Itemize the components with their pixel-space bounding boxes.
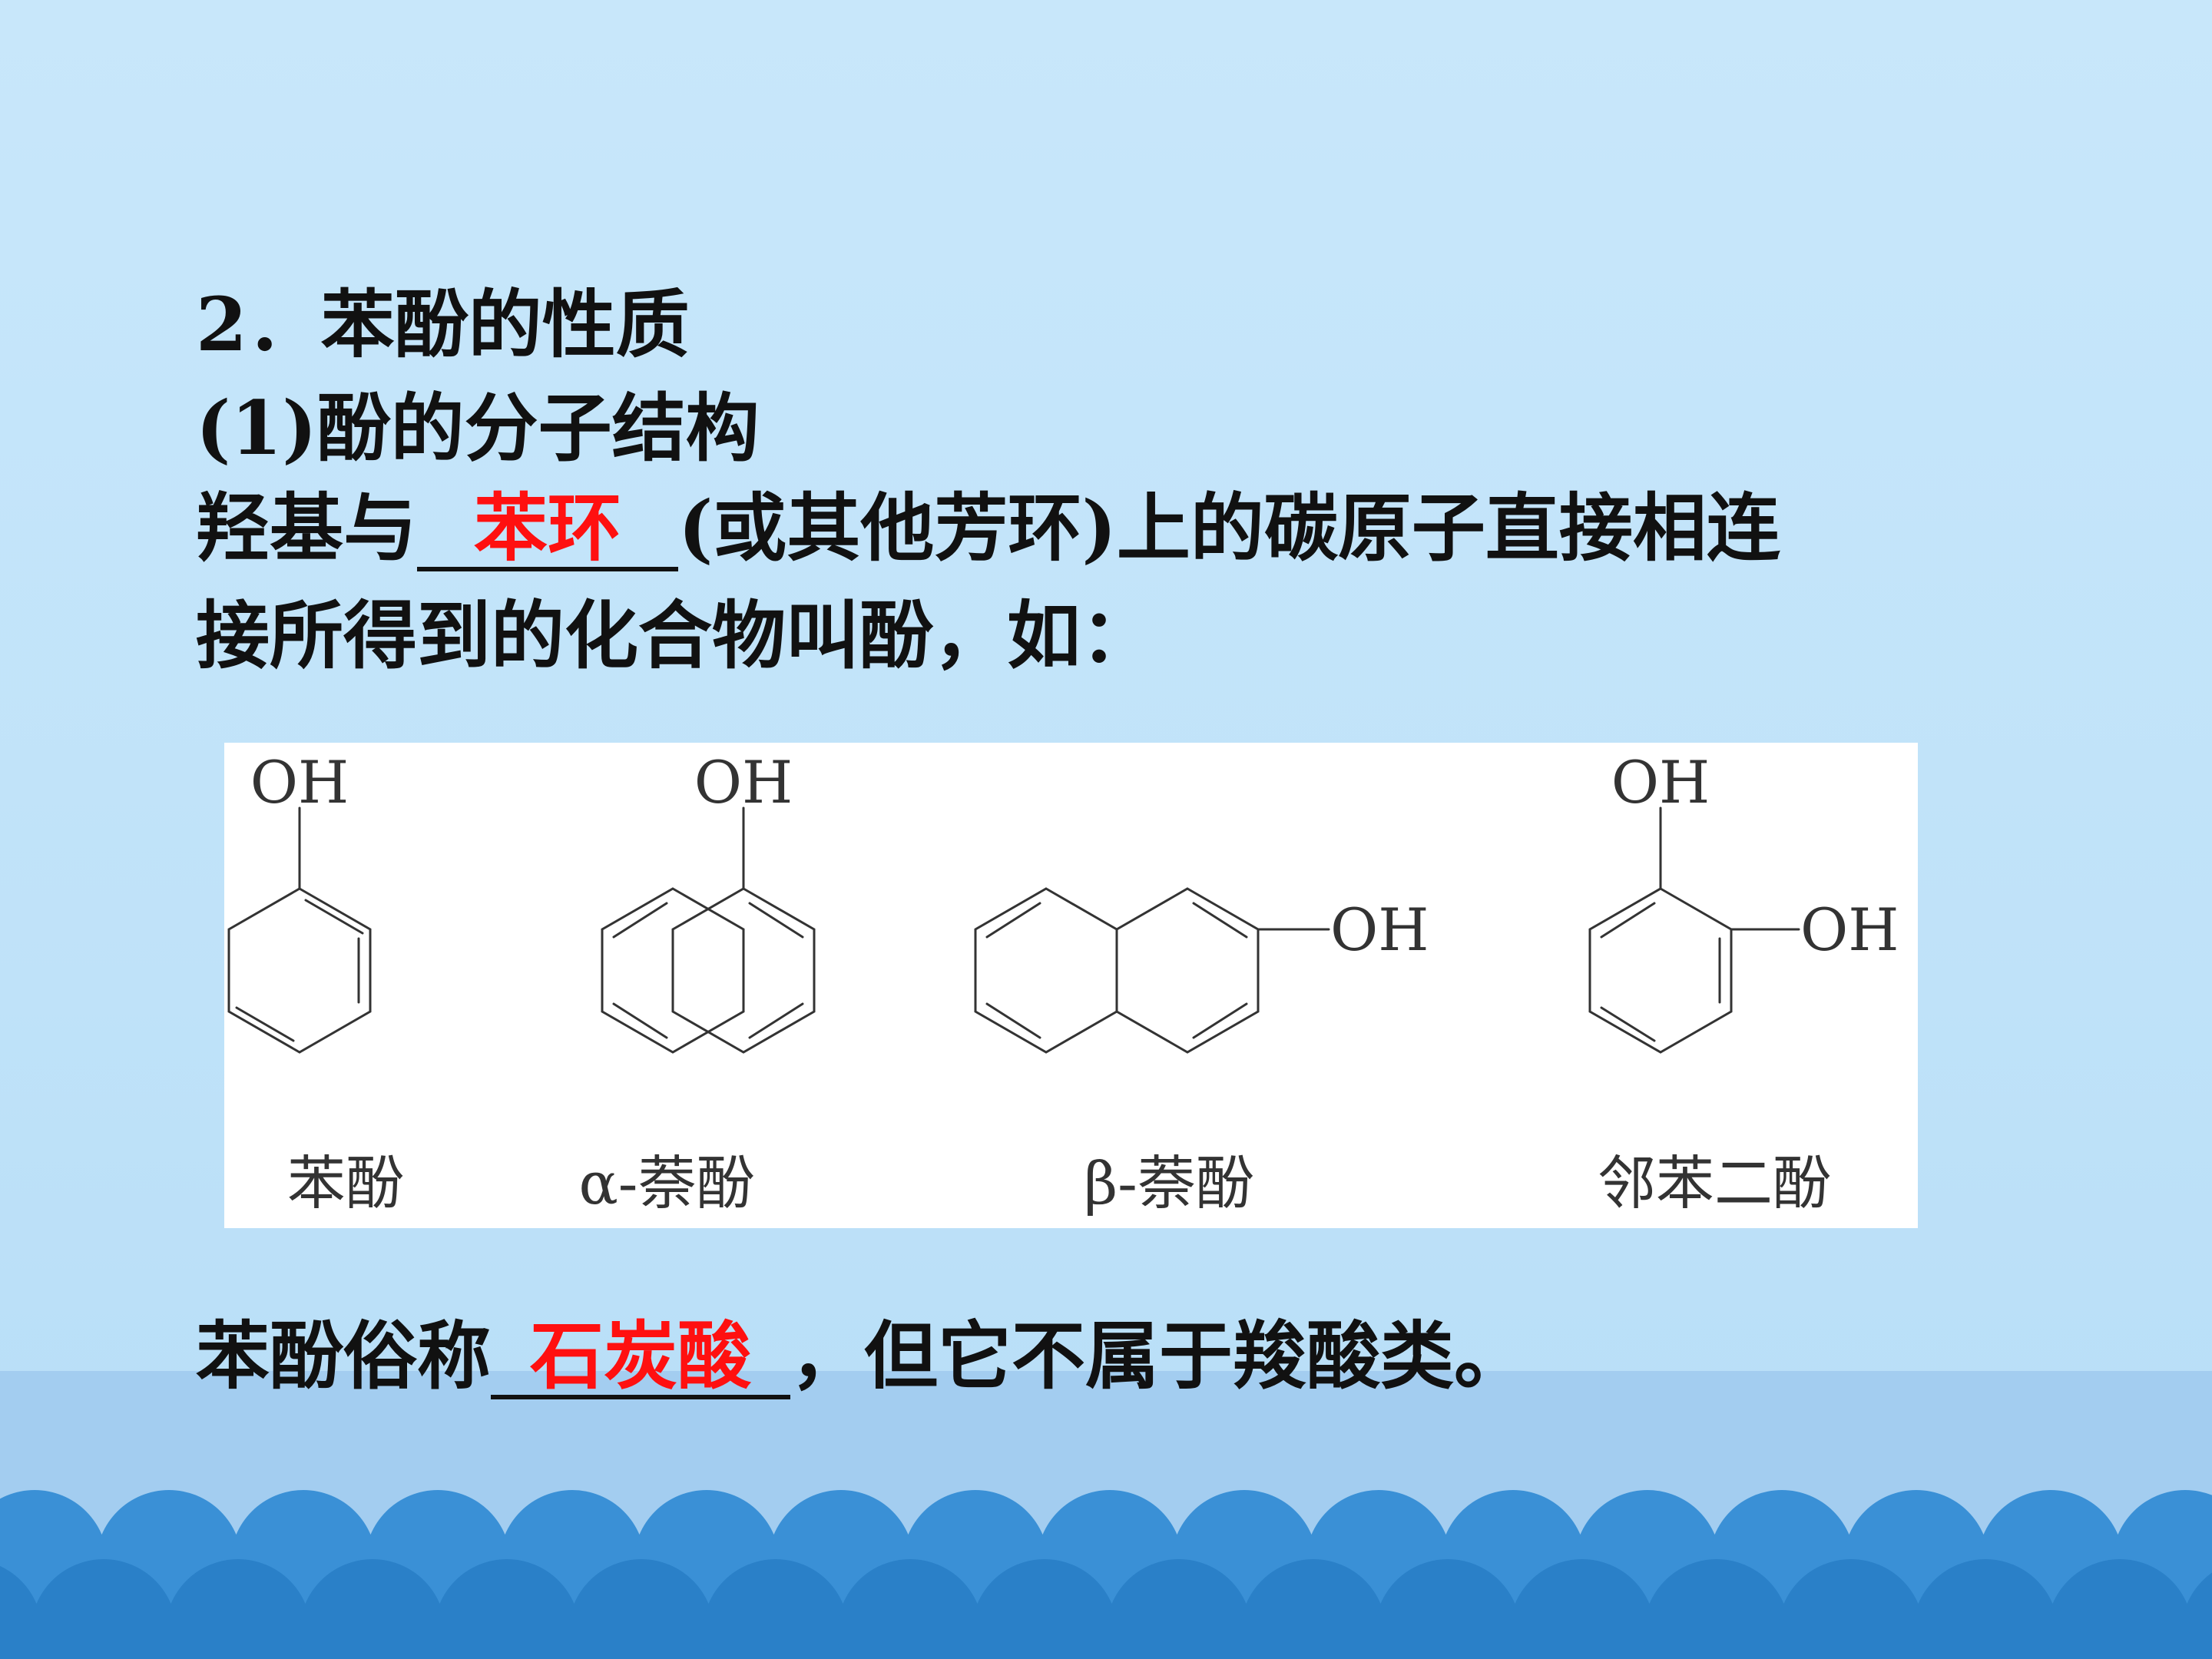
definition-line-2: 接所得到的化合物叫酚，如： — [196, 592, 1154, 679]
catechol-oh-label-2: OH — [1800, 896, 1899, 964]
wave-decoration — [0, 1490, 2212, 1659]
wave-circle — [1644, 1559, 1790, 1659]
wave-circle — [1106, 1559, 1252, 1659]
phenol-structures-figure: OH OH OH OH OH 苯酚 α-萘酚 β-萘酚 邻苯二酚 — [224, 743, 1918, 1228]
wave-circle — [300, 1559, 445, 1659]
wave-circle — [1509, 1559, 1655, 1659]
beta-naphthol-structure — [974, 887, 1330, 1054]
sub-heading: (1)酚的分子结构 — [196, 385, 760, 472]
alpha-naphthol-structure — [601, 806, 816, 1054]
wave-circle — [165, 1559, 311, 1659]
definition-line-1: 羟基与苯环(或其他芳环)上的碳原子直接相连 — [196, 492, 1780, 571]
wave-circle — [837, 1559, 983, 1659]
beta-naphthol-name: β-萘酚 — [1084, 1149, 1254, 1217]
wave-circle — [1778, 1559, 1924, 1659]
wave-circle — [1240, 1559, 1386, 1659]
nickname-prefix: 苯酚俗称 — [196, 1313, 491, 1399]
wave-circle — [434, 1559, 580, 1659]
wave-circle — [1375, 1559, 1521, 1659]
wave-circle — [1912, 1559, 2058, 1659]
structure-drawing: OH OH OH OH OH 苯酚 α-萘酚 β-萘酚 邻苯二酚 — [227, 748, 1899, 1217]
nickname-line: 苯酚俗称石炭酸，但它不属于羧酸类。 — [196, 1320, 1528, 1399]
catechol-structure — [1588, 806, 1800, 1054]
wave-circle — [972, 1559, 1118, 1659]
wave-circle — [2047, 1559, 2193, 1659]
catechol-name: 邻苯二酚 — [1598, 1149, 1831, 1217]
nickname-suffix: ，但它不属于羧酸类。 — [790, 1313, 1528, 1399]
definition-suffix: (或其他芳环)上的碳原子直接相连 — [678, 485, 1780, 571]
catechol-oh-label-1: OH — [1611, 748, 1710, 816]
phenol-structure — [227, 806, 372, 1054]
definition-prefix: 羟基与 — [196, 485, 417, 571]
wave-circle — [2181, 1572, 2212, 1659]
phenol-name: 苯酚 — [287, 1149, 404, 1217]
wave-circle — [703, 1559, 849, 1659]
beta-naphthol-oh-label: OH — [1330, 896, 1429, 964]
answer-blank-benzene-ring: 苯环 — [417, 492, 678, 571]
wave-circle — [568, 1559, 714, 1659]
alpha-naphthol-oh-label: OH — [694, 748, 793, 816]
wave-circle — [31, 1559, 177, 1659]
section-heading: 2．苯酚的性质 — [196, 281, 690, 368]
phenol-oh-label: OH — [250, 748, 349, 816]
alpha-naphthol-name: α-萘酚 — [578, 1149, 754, 1217]
answer-blank-carbolic-acid: 石炭酸 — [491, 1320, 790, 1399]
